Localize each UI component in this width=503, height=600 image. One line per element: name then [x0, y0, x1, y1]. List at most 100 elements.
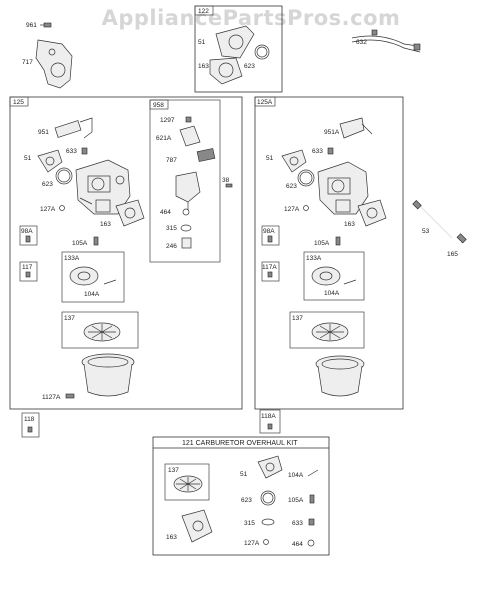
part-125-787[interactable] [196, 148, 216, 162]
part-125-315[interactable] [180, 224, 192, 232]
label-717: 717 [22, 59, 33, 66]
part-kit-127A[interactable] [263, 539, 269, 545]
label-165: 165 [447, 251, 458, 258]
part-kit-137-diaphragm[interactable] [173, 475, 203, 493]
part-165-fitting[interactable] [456, 233, 467, 244]
part-125A-98A[interactable] [267, 235, 273, 243]
part-961-screw[interactable] [40, 22, 52, 28]
label-122-51: 51 [198, 39, 206, 46]
tag-118-box [21, 412, 40, 438]
tag-125-117: 117 [22, 264, 33, 271]
part-kit-464[interactable] [307, 539, 315, 547]
part-kit-315[interactable] [261, 518, 275, 526]
part-125A-fuel-bowl[interactable] [315, 355, 365, 397]
part-125-163[interactable] [115, 199, 145, 227]
part-125A-633[interactable] [327, 147, 334, 155]
icon-118A-bag[interactable] [267, 423, 273, 430]
part-125A-951A[interactable] [339, 117, 373, 139]
box-122-tag [194, 5, 214, 16]
part-kit-623[interactable] [260, 490, 276, 506]
label-125A-163: 163 [344, 221, 355, 228]
tag-122: 122 [198, 8, 209, 15]
part-125-1127A[interactable] [65, 393, 75, 399]
box-kit-137 [164, 463, 210, 501]
part-125-621A[interactable] [179, 125, 201, 147]
tag-118A: 118A [261, 413, 276, 420]
part-125-105A[interactable] [93, 236, 99, 246]
label-kit-105A: 105A [288, 497, 304, 504]
box-125-958-tag [149, 99, 169, 110]
tag-125: 125 [13, 99, 24, 106]
part-125A-133A-bowl[interactable] [311, 266, 357, 286]
label-122-623: 623 [244, 63, 255, 70]
label-125-163: 163 [100, 221, 111, 228]
icon-125A-117A-bag[interactable] [267, 271, 273, 278]
label-125-951: 951 [38, 129, 49, 136]
part-125-951[interactable] [54, 117, 93, 139]
part-125-127A[interactable] [59, 205, 65, 211]
box-125-137 [61, 311, 139, 349]
label-kit-104A: 104A [288, 472, 304, 479]
label-kit-51: 51 [240, 471, 248, 478]
part-125-38[interactable] [225, 183, 233, 188]
part-125-958-solenoid[interactable] [175, 171, 201, 210]
part-125-633[interactable] [81, 147, 88, 155]
part-122-gasket-51[interactable] [215, 25, 255, 59]
label-125-104A: 104A [84, 291, 100, 298]
part-125-623[interactable] [55, 167, 73, 185]
label-961: 961 [26, 22, 37, 29]
icon-118-bag[interactable] [27, 426, 33, 433]
tag-125A-117A: 117A [262, 264, 277, 271]
tag-125-137: 137 [64, 315, 75, 322]
part-125-137-diaphragm[interactable] [83, 322, 121, 342]
part-717-bracket[interactable] [35, 39, 73, 89]
label-125-105A: 105A [72, 240, 88, 247]
tag-125A-133A: 133A [306, 255, 322, 262]
box-125-133A [61, 251, 125, 303]
label-kit-127A: 127A [244, 540, 260, 547]
part-125A-163[interactable] [357, 199, 387, 227]
label-125A-51: 51 [266, 155, 274, 162]
icon-125-117-bag[interactable] [25, 271, 31, 278]
part-125-246[interactable] [181, 237, 192, 249]
kit-title: 121 CARBURETOR OVERHAUL KIT [182, 440, 298, 447]
part-125-1297[interactable] [185, 116, 192, 123]
label-53: 53 [422, 228, 430, 235]
tag-125-98A: 98A [21, 228, 33, 235]
part-125A-137-diaphragm[interactable] [311, 322, 349, 342]
label-125-787: 787 [166, 157, 177, 164]
part-125-464[interactable] [182, 208, 190, 216]
part-125A-51[interactable] [281, 149, 307, 173]
part-kit-105A[interactable] [309, 494, 315, 504]
label-125-621A: 621A [156, 135, 172, 142]
part-125-133A-bowl[interactable] [69, 266, 117, 286]
tag-118A-box [259, 409, 281, 434]
tag-118: 118 [24, 416, 35, 423]
box-125A-tag [254, 96, 276, 107]
part-125-fuel-bowl[interactable] [81, 353, 135, 397]
tag-125-133A: 133A [64, 255, 80, 262]
part-125A-105A[interactable] [335, 236, 341, 246]
part-125A-127A[interactable] [303, 205, 309, 211]
part-125-51[interactable] [37, 149, 63, 173]
part-122-gasket-163[interactable] [209, 57, 243, 85]
part-125A-623[interactable] [297, 169, 315, 187]
box-125-117 [19, 261, 38, 282]
part-kit-633[interactable] [308, 518, 315, 526]
label-125A-633: 633 [312, 148, 323, 155]
tag-125-958: 958 [153, 102, 164, 109]
part-125-98A[interactable] [25, 235, 31, 243]
label-125A-951A: 951A [324, 129, 340, 136]
box-125A-133A [303, 251, 365, 301]
label-kit-163: 163 [166, 534, 177, 541]
label-125-1127A: 1127A [42, 394, 61, 401]
label-125-623: 623 [42, 181, 53, 188]
part-632-link[interactable] [351, 29, 421, 53]
part-kit-163[interactable] [181, 509, 213, 543]
part-kit-51[interactable] [257, 455, 283, 479]
part-kit-104A[interactable] [307, 469, 319, 477]
part-53-shaft[interactable] [412, 200, 453, 239]
part-122-ring-623[interactable] [254, 44, 270, 60]
label-125-1297: 1297 [160, 117, 175, 124]
box-125-tag [9, 96, 29, 107]
